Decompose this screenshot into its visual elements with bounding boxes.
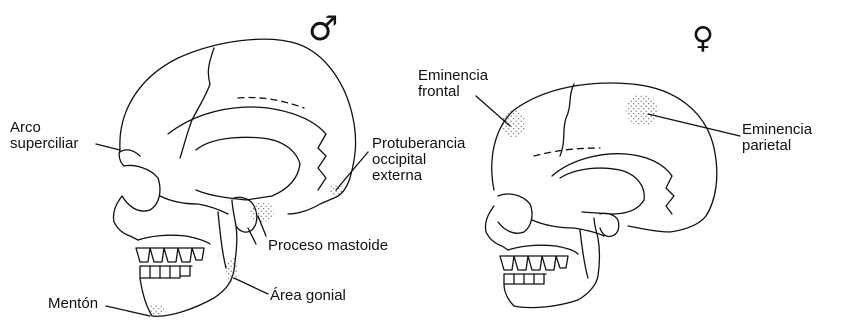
female-skull — [485, 83, 716, 308]
female-mastoid — [600, 213, 619, 236]
label-eminencia-parietal: Eminencia parietal — [742, 122, 812, 154]
male-mandible — [140, 200, 237, 316]
label-menton: Mentón — [48, 296, 98, 312]
label-protuberancia-occipital-externa: Protuberancia occipital externa — [372, 136, 465, 184]
female-parietal-stipple — [626, 94, 658, 126]
female-orbit — [498, 194, 532, 233]
female-lower-teeth — [504, 274, 546, 284]
male-mastoid-stipple — [250, 202, 274, 222]
male-ramus — [218, 212, 226, 268]
female-coronal-suture — [560, 84, 574, 156]
label-proceso-mastoide: Proceso mastoide — [268, 238, 388, 254]
leader-lines — [96, 96, 740, 316]
male-zygomatic — [160, 196, 228, 214]
male-upper-teeth — [136, 248, 204, 262]
male-brow — [120, 150, 140, 156]
female-zygomatic — [532, 220, 604, 236]
female-ramus — [580, 230, 588, 278]
male-maxilla — [138, 235, 210, 244]
male-orbit — [122, 166, 160, 212]
female-upper-teeth — [500, 256, 568, 270]
female-frontal-stipple — [502, 110, 526, 138]
leader-frontal — [476, 96, 510, 126]
male-squamous — [196, 137, 300, 200]
female-maxilla — [508, 245, 578, 254]
leader-protuberancia — [336, 152, 368, 190]
female-cranium-outline — [492, 83, 717, 232]
male-coronal-suture — [180, 48, 214, 158]
leader-parietal — [648, 114, 740, 136]
label-eminencia-frontal: Eminencia frontal — [418, 68, 488, 100]
female-temporal-dashed — [534, 148, 600, 156]
male-lambdoid — [318, 134, 326, 190]
female-symbol: ♀ — [692, 24, 714, 54]
female-squamous — [560, 168, 644, 214]
leader-gonial — [234, 278, 268, 294]
leader-arco — [96, 144, 120, 150]
male-symbol: ♂ — [308, 12, 338, 46]
female-lambdoid — [666, 176, 674, 214]
male-nasal — [113, 196, 138, 240]
leader-menton — [106, 306, 150, 316]
male-lower-teeth — [140, 266, 192, 278]
male-chin-stipple — [148, 304, 164, 316]
label-area-gonial: Área gonial — [270, 288, 346, 304]
male-skull — [113, 39, 355, 316]
label-arco-superciliar: Arco superciliar — [10, 120, 78, 152]
